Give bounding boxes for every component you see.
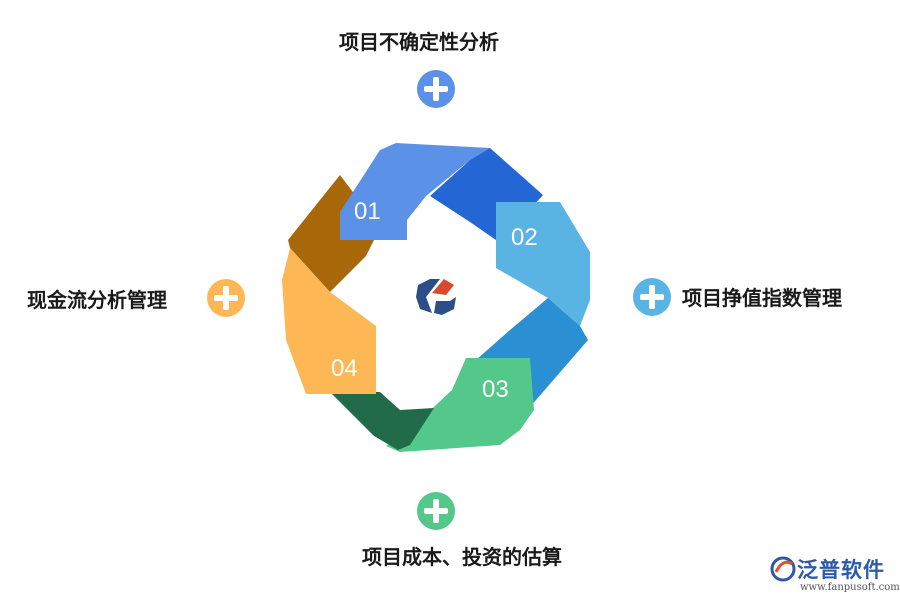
fanpu-logo-icon	[770, 556, 796, 582]
plus-icon-right[interactable]	[633, 278, 671, 316]
brand-url: www.fanpusoft.com	[800, 582, 900, 593]
item-number-03: 03	[482, 376, 509, 403]
hexagon-logo-icon	[416, 279, 456, 315]
plus-icon-left[interactable]	[207, 279, 245, 317]
item-label-02: 项目挣值指数管理	[682, 286, 842, 310]
brand-watermark: 泛普软件 www.fanpusoft.com	[770, 554, 900, 598]
item-label-01: 项目不确定性分析	[339, 30, 499, 54]
item-number-01: 01	[354, 198, 381, 225]
ring-segment-01	[340, 143, 490, 240]
brand-name: 泛普软件	[797, 558, 885, 582]
ring-segment-02	[496, 202, 590, 326]
ring-segment-04	[282, 248, 376, 394]
item-number-04: 04	[331, 355, 358, 382]
ring-segment-04-shade	[330, 392, 434, 450]
ring-segment-03	[386, 358, 534, 452]
item-label-04: 现金流分析管理	[27, 288, 167, 312]
plus-icon-top[interactable]	[417, 70, 455, 108]
item-number-02: 02	[511, 224, 538, 251]
item-label-03: 项目成本、投资的估算	[362, 545, 562, 569]
plus-icon-bottom[interactable]	[417, 492, 455, 530]
